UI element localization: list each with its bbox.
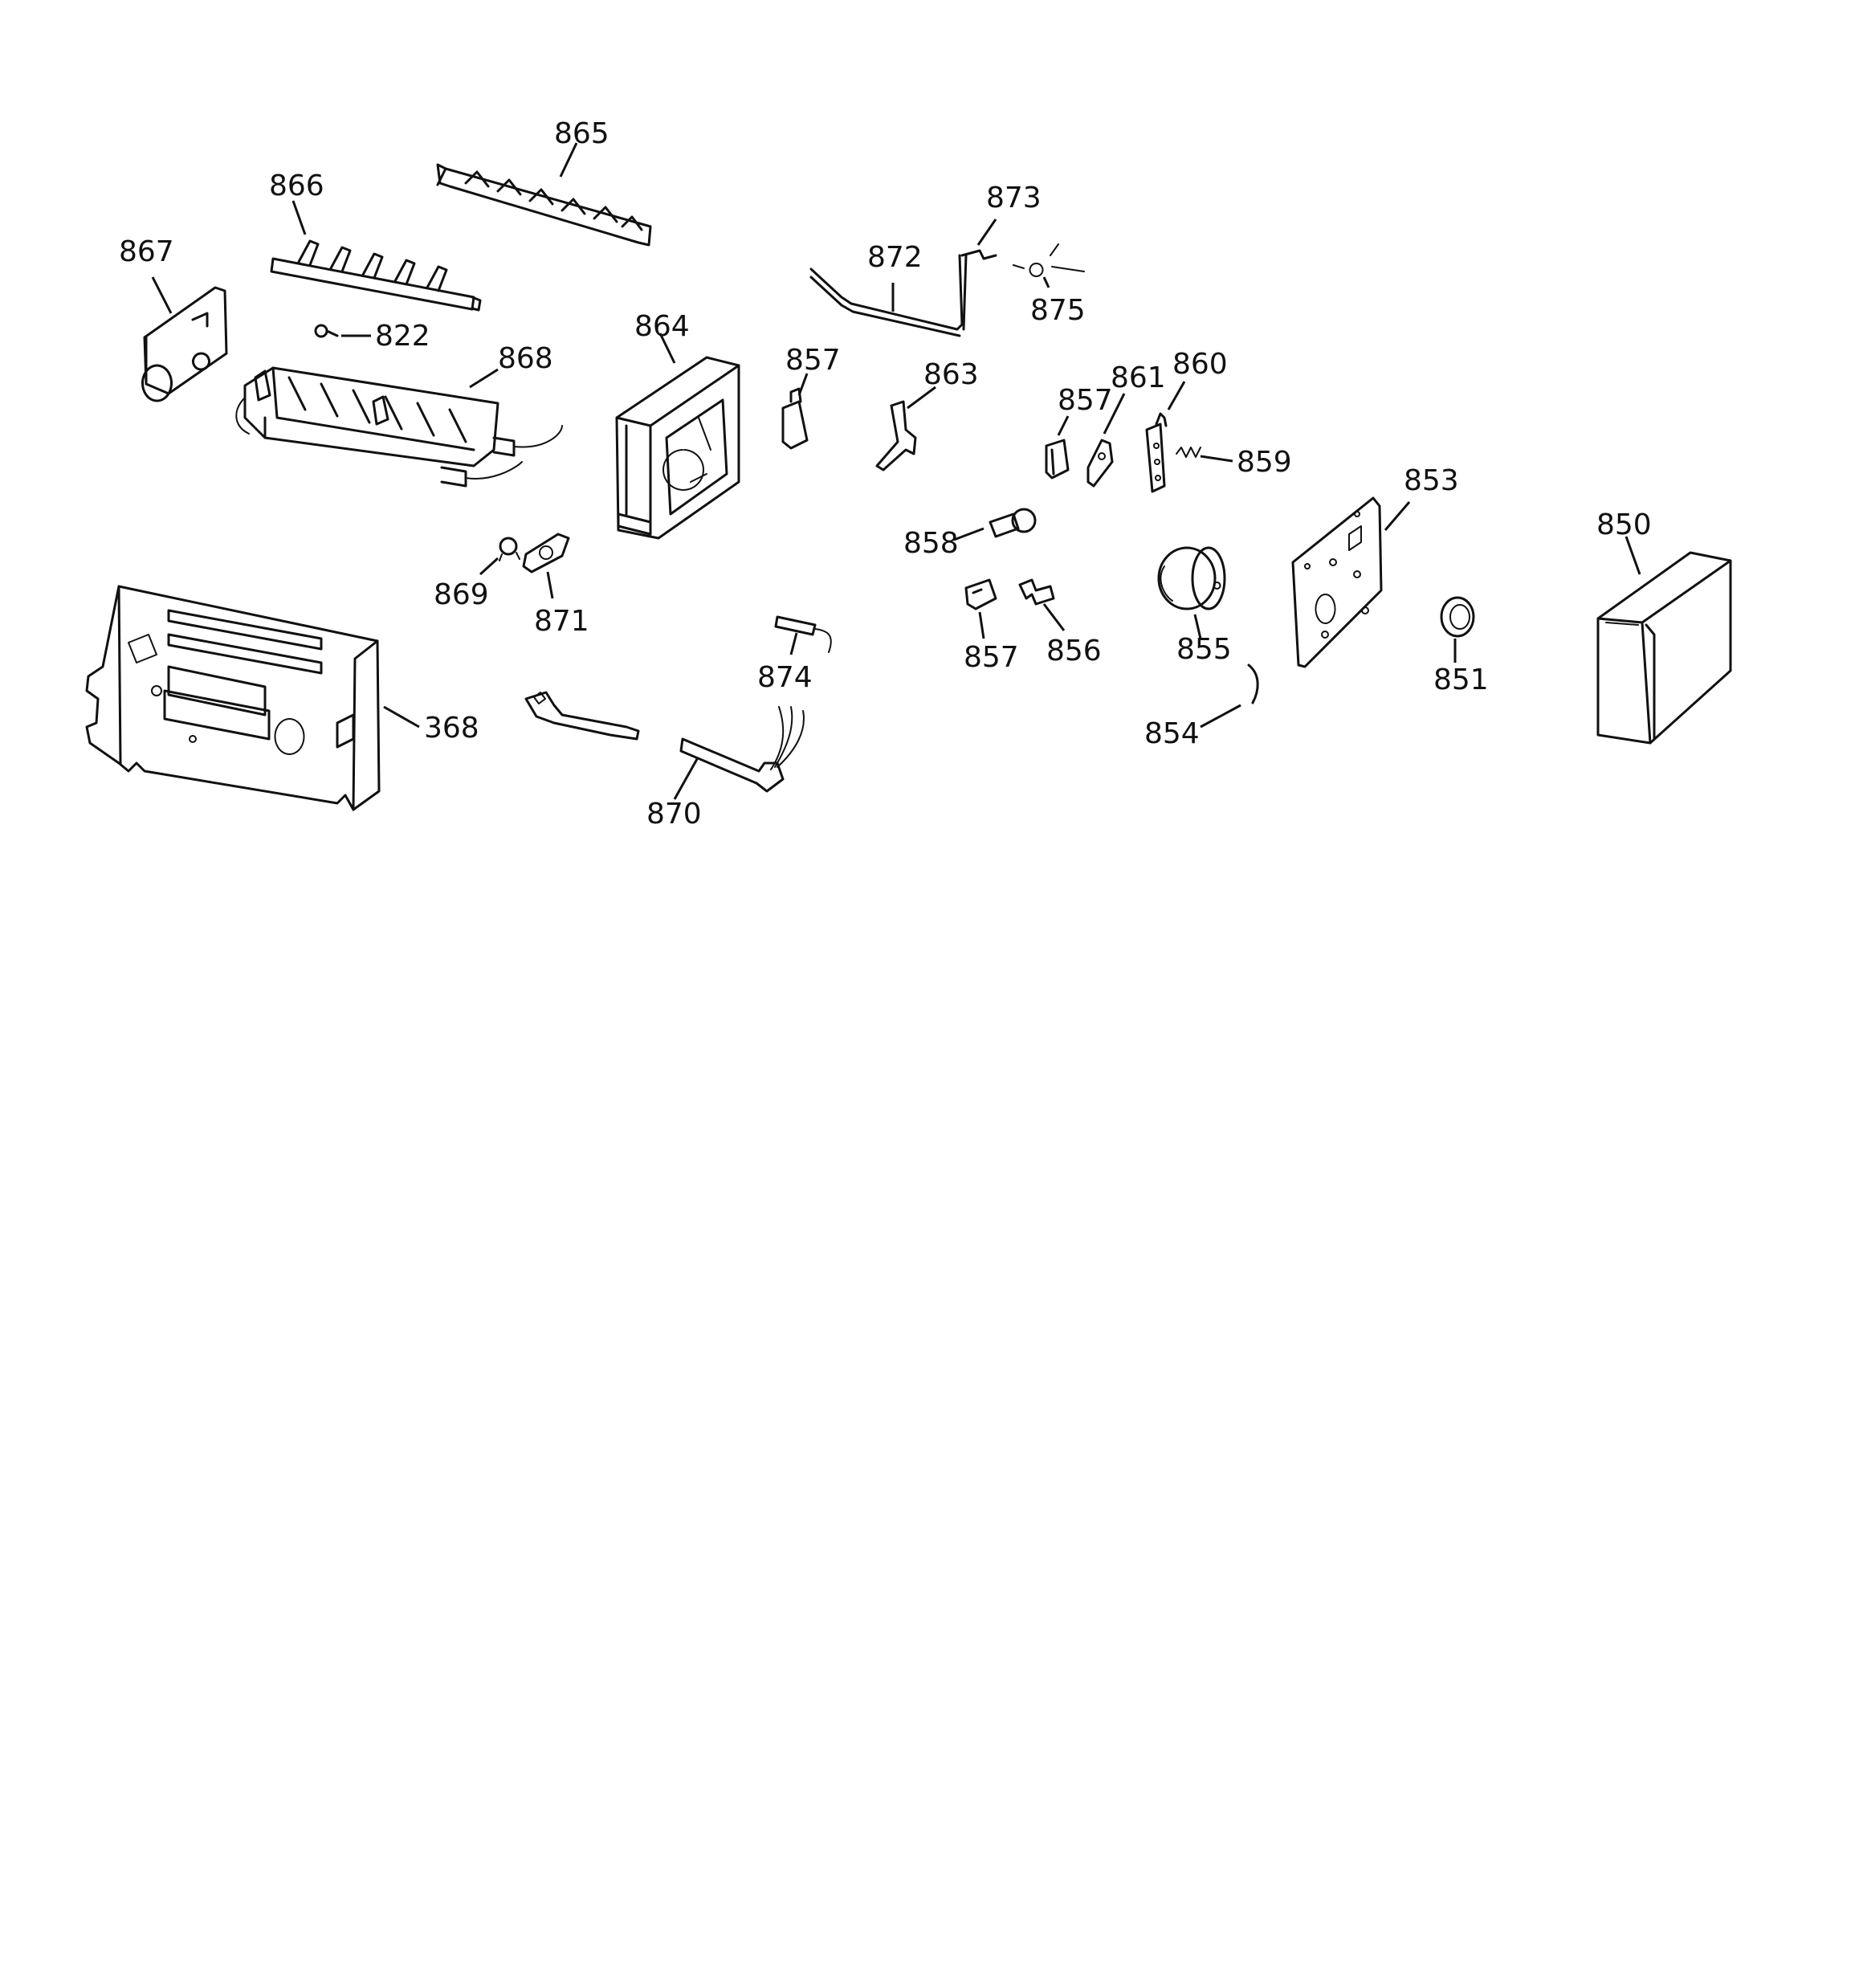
callout-850: 850	[1596, 508, 1652, 541]
part-874-fill-tube	[774, 615, 832, 653]
leader-857b	[1057, 415, 1070, 436]
part-865-ejector-cover	[436, 163, 652, 247]
callout-866: 866	[269, 169, 324, 202]
part-851-gear	[1440, 596, 1475, 638]
part-875-clip	[1013, 243, 1085, 277]
leader-853	[1384, 501, 1411, 531]
callout-869: 869	[434, 578, 489, 611]
leader-854	[1200, 704, 1241, 729]
part-869-bushing	[499, 537, 520, 561]
leader-857c	[978, 611, 985, 639]
callout-867: 867	[119, 235, 174, 268]
part-855-motor	[1157, 546, 1226, 610]
part-868-mold-heater	[235, 366, 563, 488]
leader-860	[1167, 381, 1186, 410]
callout-875: 875	[1030, 294, 1086, 327]
leader-868	[469, 368, 499, 389]
leader-871	[546, 571, 554, 599]
callout-851: 851	[1433, 663, 1489, 696]
part-870-harness	[524, 691, 805, 793]
leader-850	[1625, 536, 1641, 575]
part-850-cover	[1596, 551, 1732, 745]
leader-870	[673, 758, 699, 800]
callout-857c: 857	[964, 641, 1019, 674]
callout-859: 859	[1237, 446, 1292, 479]
leader-855	[1193, 614, 1202, 639]
leader-874	[789, 632, 798, 655]
part-857-switch-c	[964, 578, 997, 610]
callout-874: 874	[757, 661, 813, 694]
callout-368: 368	[424, 712, 479, 745]
leader-866	[291, 200, 307, 235]
callout-858: 858	[903, 527, 959, 560]
leader-863	[907, 386, 936, 410]
part-853-mounting-plate	[1291, 496, 1383, 668]
leader-873	[976, 218, 997, 246]
callout-857a: 857	[785, 344, 841, 377]
part-822-screw	[314, 324, 339, 338]
part-863-lever	[875, 400, 917, 471]
callout-822: 822	[375, 320, 430, 353]
leader-858	[953, 527, 984, 541]
part-854-belt	[1247, 663, 1259, 704]
callout-872: 872	[867, 241, 923, 274]
leader-867	[151, 276, 173, 314]
part-860-bracket	[1145, 412, 1168, 493]
leader-869	[479, 557, 499, 576]
part-867-bearing	[141, 286, 228, 402]
part-872-feeler-arm	[809, 254, 968, 337]
part-861-cam	[1086, 439, 1114, 488]
part-873-pin	[960, 249, 997, 260]
callout-855: 855	[1176, 633, 1232, 666]
part-368-support	[85, 585, 381, 811]
part-871-washer	[522, 533, 570, 574]
leader-865	[559, 142, 578, 178]
callout-853: 853	[1404, 464, 1459, 497]
leader-856	[1042, 603, 1066, 631]
part-857-switch-a	[781, 387, 809, 450]
leader-861	[1103, 393, 1126, 435]
part-858-thermostat	[989, 508, 1037, 538]
leader-864	[658, 333, 676, 364]
callout-856: 856	[1046, 635, 1102, 667]
callout-860: 860	[1172, 348, 1228, 381]
part-864-housing	[615, 356, 740, 540]
callout-868: 868	[498, 342, 553, 375]
callout-854: 854	[1144, 717, 1200, 750]
leader-875	[1042, 276, 1050, 288]
leader-859	[1200, 455, 1233, 463]
part-866-ejector	[270, 239, 482, 312]
callout-864: 864	[634, 310, 690, 343]
callout-870: 870	[646, 798, 702, 831]
callout-857b: 857	[1058, 384, 1113, 417]
leader-857a	[797, 373, 809, 396]
callout-863: 863	[923, 358, 979, 391]
part-856-link	[1018, 578, 1055, 606]
part-857-switch-b	[1045, 439, 1070, 480]
part-859-spring	[1176, 447, 1201, 458]
callout-865: 865	[554, 117, 609, 150]
leader-368	[383, 705, 420, 729]
callout-861: 861	[1111, 361, 1166, 394]
callout-871: 871	[534, 605, 589, 638]
callout-873: 873	[986, 182, 1042, 214]
